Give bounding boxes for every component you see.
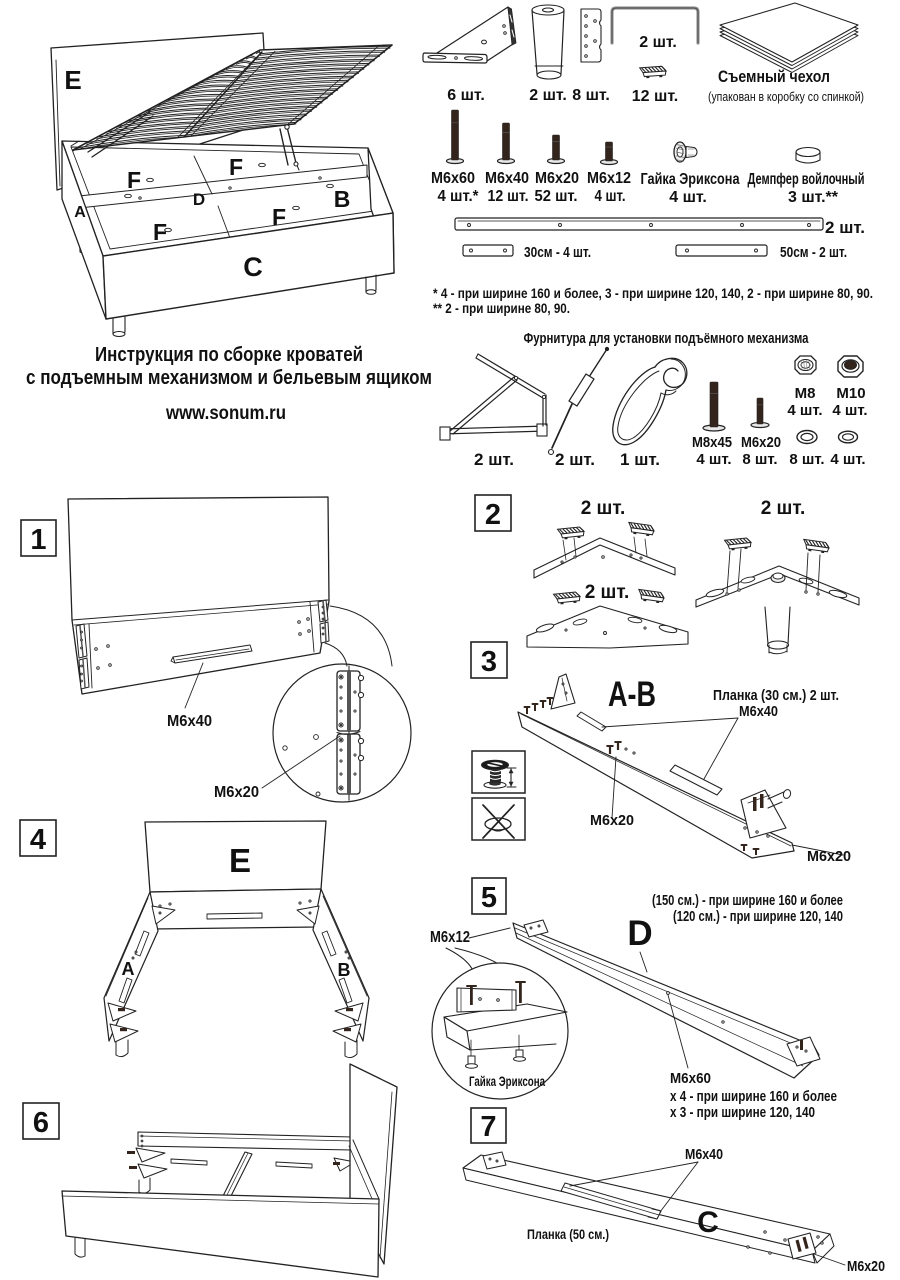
svg-text:2 шт.: 2 шт.: [585, 582, 630, 603]
svg-text:* 4 - при ширине 160 и более,: * 4 - при ширине 160 и более, 3 - при ши…: [433, 286, 873, 301]
svg-text:(упакован в коробку со спинкой: (упакован в коробку со спинкой): [708, 90, 864, 104]
svg-text:M8: M8: [795, 385, 816, 402]
svg-text:6: 6: [33, 1107, 49, 1139]
svg-text:C: C: [697, 1206, 719, 1239]
svg-text:4 шт.: 4 шт.: [832, 402, 867, 419]
svg-text:3 шт.**: 3 шт.**: [788, 189, 839, 206]
svg-text:12 шт.: 12 шт.: [488, 188, 529, 205]
svg-text:2 шт.: 2 шт.: [529, 87, 567, 104]
svg-text:3: 3: [481, 646, 497, 678]
svg-text:4 шт.: 4 шт.: [696, 451, 731, 468]
svg-text:4 шт.: 4 шт.: [669, 189, 707, 206]
svg-text:Съемный чехол: Съемный чехол: [718, 68, 830, 86]
svg-text:A-B: A-B: [608, 675, 656, 714]
svg-text:M8x45: M8x45: [692, 434, 732, 451]
svg-text:F: F: [272, 204, 286, 230]
svg-text:4 шт.: 4 шт.: [787, 402, 822, 419]
svg-text:(120 см.) - при ширине 120, 14: (120 см.) - при ширине 120, 140: [673, 909, 843, 925]
svg-text:(150 см.) - при ширине 160 и б: (150 см.) - при ширине 160 и более: [652, 893, 843, 909]
svg-text:M6x20: M6x20: [535, 170, 579, 187]
svg-text:1: 1: [30, 524, 46, 556]
svg-text:M6x60: M6x60: [670, 1070, 711, 1087]
svg-text:** 2 - при ширине 80, 90.: ** 2 - при ширине 80, 90.: [433, 301, 570, 316]
svg-text:5: 5: [481, 882, 497, 914]
svg-text:D: D: [193, 190, 205, 209]
svg-text:x 3 - при ширине 120, 140: x 3 - при ширине 120, 140: [670, 1105, 815, 1121]
svg-text:2 шт.: 2 шт.: [581, 498, 626, 519]
svg-text:8 шт.: 8 шт.: [789, 451, 824, 468]
svg-text:F: F: [229, 154, 243, 180]
svg-text:B: B: [338, 960, 351, 980]
svg-text:50см - 2 шт.: 50см - 2 шт.: [780, 245, 847, 261]
svg-text:12 шт.: 12 шт.: [632, 88, 678, 105]
svg-text:M6x12: M6x12: [587, 170, 631, 187]
svg-text:M10: M10: [836, 385, 865, 402]
svg-text:6 шт.: 6 шт.: [447, 87, 485, 104]
svg-text:www.sonum.ru: www.sonum.ru: [165, 403, 286, 424]
svg-text:x 4 - при ширине 160 и более: x 4 - при ширине 160 и более: [670, 1089, 837, 1105]
svg-text:A: A: [122, 959, 135, 979]
svg-text:M6x40: M6x40: [485, 170, 529, 187]
svg-text:M6x20: M6x20: [214, 784, 259, 801]
svg-text:4 шт.: 4 шт.: [830, 451, 865, 468]
svg-text:52 шт.: 52 шт.: [535, 188, 578, 205]
svg-text:1 шт.: 1 шт.: [620, 450, 660, 469]
svg-text:A: A: [74, 204, 86, 221]
svg-text:F: F: [153, 219, 167, 245]
svg-text:B: B: [334, 186, 351, 212]
svg-text:Планка (50 см.): Планка (50 см.): [527, 1226, 609, 1242]
svg-text:M6x20: M6x20: [741, 434, 781, 451]
svg-text:Демпфер войлочный: Демпфер войлочный: [748, 171, 865, 188]
svg-text:M6x20: M6x20: [807, 848, 851, 865]
svg-text:M6x60: M6x60: [431, 170, 475, 187]
svg-text:Планка (30 см.) 2 шт.: Планка (30 см.) 2 шт.: [713, 688, 839, 704]
svg-text:2 шт.: 2 шт.: [474, 450, 514, 469]
svg-text:2 шт.: 2 шт.: [555, 450, 595, 469]
svg-text:8 шт.: 8 шт.: [742, 451, 777, 468]
svg-text:4: 4: [30, 824, 46, 856]
svg-text:Фурнитура для установки подъём: Фурнитура для установки подъёмного механ…: [524, 330, 809, 347]
svg-text:M6x20: M6x20: [847, 1258, 885, 1275]
svg-text:2 шт.: 2 шт.: [761, 498, 806, 519]
svg-text:M6x40: M6x40: [685, 1146, 723, 1163]
svg-text:с подъемным механизмом и белье: с подъемным механизмом и бельевым ящиком: [26, 367, 432, 389]
svg-text:Гайка Эриксона: Гайка Эриксона: [469, 1074, 545, 1089]
svg-text:M6x40: M6x40: [167, 713, 212, 730]
svg-text:M6x12: M6x12: [430, 929, 470, 946]
svg-text:4 шт.: 4 шт.: [595, 188, 626, 205]
svg-text:C: C: [243, 252, 263, 282]
svg-text:7: 7: [480, 1111, 496, 1143]
svg-text:M6x20: M6x20: [590, 812, 634, 829]
svg-text:Гайка Эриксона: Гайка Эриксона: [641, 171, 740, 188]
svg-text:2 шт.: 2 шт.: [639, 34, 677, 51]
svg-text:Инструкция по сборке кроватей: Инструкция по сборке кроватей: [95, 344, 363, 366]
svg-text:30см - 4 шт.: 30см - 4 шт.: [524, 245, 591, 261]
svg-text:E: E: [229, 842, 251, 879]
svg-text:2 шт.: 2 шт.: [825, 218, 865, 237]
svg-text:4 шт.*: 4 шт.*: [438, 188, 480, 205]
svg-text:E: E: [64, 65, 81, 95]
svg-text:2: 2: [485, 499, 501, 531]
svg-text:F: F: [127, 167, 141, 193]
svg-text:8 шт.: 8 шт.: [572, 87, 610, 104]
svg-text:D: D: [627, 914, 652, 953]
svg-text:M6x40: M6x40: [739, 703, 778, 720]
